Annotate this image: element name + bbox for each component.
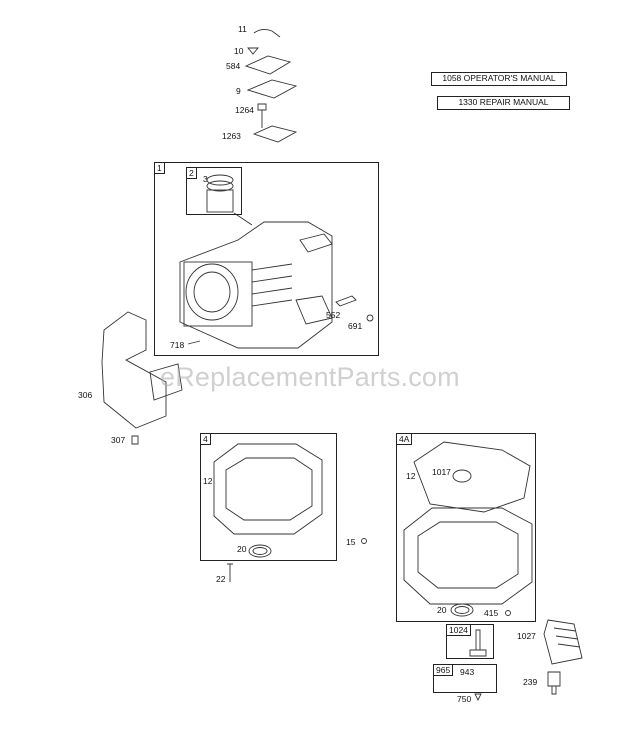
part-750-drawing — [474, 693, 482, 702]
part-1017: 1017 — [432, 467, 451, 477]
sump-box — [200, 433, 337, 561]
sump-drawing — [213, 443, 323, 535]
part-1263: 1263 — [222, 131, 241, 141]
repair-manual-link[interactable]: 1330 REPAIR MANUAL — [437, 96, 570, 110]
shroud-panel-drawing — [149, 363, 183, 401]
box-965 — [433, 664, 497, 693]
part-1027: 1027 — [517, 631, 536, 641]
sump-4a-drawing — [403, 441, 533, 605]
part-239: 239 — [523, 677, 538, 687]
oil-fill-drawing — [469, 629, 487, 657]
part-718: 718 — [170, 340, 185, 350]
operators-manual-link[interactable]: 1058 OPERATOR'S MANUAL — [431, 72, 567, 86]
part-552: 552 — [326, 310, 341, 320]
part-750: 750 — [457, 694, 472, 704]
part-12a: 12 — [203, 476, 213, 486]
oil-filter-drawing — [543, 619, 583, 665]
piston-box — [186, 167, 242, 215]
bolt-drawing — [257, 103, 267, 128]
leader-line — [233, 212, 253, 226]
pin-drawing — [335, 295, 357, 307]
seal-20-drawing — [248, 544, 272, 558]
seal-drawing — [247, 47, 259, 55]
part-10: 10 — [234, 46, 244, 56]
part-15: 15 — [346, 537, 356, 547]
watermark: eReplacementParts.com — [160, 362, 460, 392]
part-11: 11 — [238, 24, 247, 34]
shroud-drawing — [101, 311, 167, 429]
part-20a: 20 — [237, 544, 247, 554]
plug-415-drawing — [505, 610, 511, 616]
breather-cover-drawing — [244, 55, 292, 75]
part-415: 415 — [484, 608, 499, 618]
piston-tag: 2 — [186, 167, 197, 179]
oil-switch-drawing — [547, 671, 561, 695]
piston-drawing — [206, 174, 234, 213]
part-9: 9 — [236, 86, 241, 96]
dipstick-tube-drawing — [253, 28, 281, 38]
cylinder-block-drawing — [179, 221, 333, 349]
plug-15-drawing — [361, 538, 367, 544]
part-3: 3 — [203, 174, 208, 184]
gasket-drawing — [246, 79, 298, 99]
part-22: 22 — [216, 574, 226, 584]
part-584: 584 — [226, 61, 241, 71]
cylinder-tag: 1 — [154, 162, 165, 174]
seal-4a-drawing — [450, 603, 474, 617]
bolt-22-drawing — [227, 563, 233, 582]
part-691: 691 — [348, 321, 363, 331]
part-20b: 20 — [437, 605, 447, 615]
plug-drawing — [366, 314, 374, 322]
sump-tag: 4 — [200, 433, 211, 445]
part-306: 306 — [78, 390, 93, 400]
sump-4a-box — [396, 433, 536, 622]
tag-1024: 1024 — [446, 624, 471, 636]
pin-718-drawing — [187, 340, 201, 345]
cylinder-box — [154, 162, 379, 356]
part-307: 307 — [111, 435, 126, 445]
breather-gasket-drawing — [252, 125, 298, 143]
part-1264: 1264 — [235, 105, 254, 115]
screw-drawing — [131, 435, 139, 445]
part-12b: 12 — [406, 471, 416, 481]
sump-4a-tag: 4A — [396, 433, 413, 445]
tag-965: 965 — [433, 664, 454, 676]
label-943: 943 — [460, 667, 475, 677]
